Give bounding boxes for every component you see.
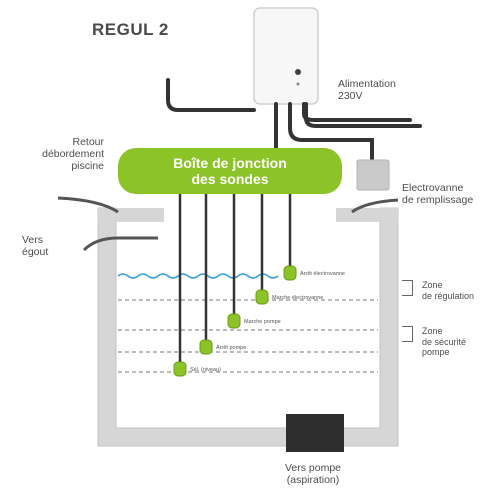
overflow-return-line-1: Retour <box>72 136 104 148</box>
sewer-label-line-1: Vers <box>22 234 44 246</box>
zone-regulation-line-1: Zone <box>422 280 443 290</box>
power-cables <box>166 78 422 162</box>
probe-level <box>173 361 187 377</box>
sewer-label-line-2: égout <box>22 246 49 258</box>
valve-label-line-2: de remplissage <box>402 194 474 206</box>
page-title: REGUL 2 <box>92 20 169 39</box>
zone-safety-bracket <box>402 326 413 342</box>
pump-label-line-1: Vers pompe <box>284 462 342 474</box>
zone-safety-line-3: pompe <box>422 347 450 357</box>
power-label-line-2: 230V <box>338 90 363 102</box>
zone-regulation-bracket <box>402 280 413 296</box>
power-label-line-1: Alimentation <box>338 78 396 90</box>
tank <box>97 207 399 447</box>
control-unit <box>253 7 319 105</box>
sensor-label-stop-pump: Arrêt pompe <box>216 345 247 351</box>
pump-label: Vers pompe (aspiration) <box>258 462 368 486</box>
zone-safety-line-2: de sécurité <box>422 336 467 347</box>
level-lines <box>118 299 378 373</box>
probe-stop-valve <box>283 265 297 281</box>
valve-label-line-1: Electrovanne <box>402 182 464 194</box>
zone-regulation-line-2: de régulation <box>422 290 475 301</box>
probe-cables <box>178 194 292 364</box>
overflow-return-line-3: piscine <box>71 160 104 172</box>
probes <box>173 265 297 377</box>
zone-safety-line-1: Zone <box>422 326 443 336</box>
power-label: Alimentation 230V <box>338 78 396 102</box>
sensor-label-stop-valve: Arrêt électrovanne <box>300 271 345 277</box>
probe-stop-pump <box>199 339 213 355</box>
overflow-return-label: Retour débordement piscine <box>8 136 104 172</box>
junction-box-line-2: des sondes <box>191 171 269 187</box>
junction-box: Boîte de jonction des sondes <box>118 148 342 194</box>
valve-label: Electrovanne de remplissage <box>402 182 473 206</box>
sensor-label-start-valve: Marche électrovanne <box>272 295 324 301</box>
zone-regulation-label: Zone de régulation <box>422 280 474 301</box>
probe-start-pump <box>227 313 241 329</box>
pipes <box>57 196 399 252</box>
junction-box-line-1: Boîte de jonction <box>173 155 287 171</box>
valve-box <box>356 159 390 191</box>
water-line <box>117 273 279 279</box>
pump-outlet <box>286 414 344 452</box>
sensor-label-level: Sél. (niveau) <box>190 367 221 373</box>
probe-start-valve <box>255 289 269 305</box>
sensor-label-start-pump: Marche pompe <box>244 319 281 325</box>
pump-label-line-2: (aspiration) <box>286 474 340 486</box>
zone-safety-label: Zone de sécurité pompe <box>422 326 466 358</box>
sewer-label: Vers égout <box>22 234 48 258</box>
overflow-return-line-2: débordement <box>42 148 104 160</box>
